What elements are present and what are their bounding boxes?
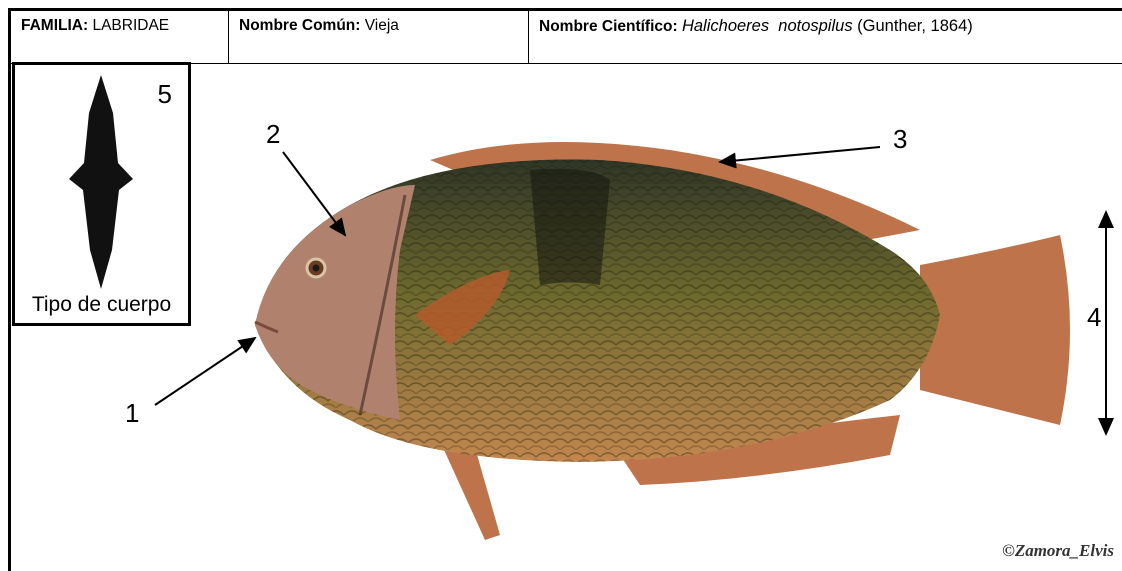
- species-name: notospilus: [778, 17, 852, 35]
- body-shape-silhouette: [69, 75, 133, 289]
- fish-pupil: [313, 265, 320, 272]
- callout-4: 4: [1087, 304, 1101, 330]
- nombre-cientifico-label: Nombre Científico:: [539, 18, 678, 35]
- callout-1: 1: [125, 400, 139, 426]
- body-type-box: 5 Tipo de cuerpo: [12, 62, 191, 326]
- familia-label: FAMILIA:: [21, 17, 88, 34]
- familia-value: LABRIDAE: [92, 17, 169, 34]
- scientific-name: Halichoeres notospilus (Gunther, 1864): [682, 17, 973, 35]
- callout-2: 2: [266, 121, 280, 147]
- genus-name: Halichoeres: [682, 17, 769, 35]
- body-type-number: 5: [158, 79, 172, 110]
- author-citation: (Gunther, 1864): [857, 17, 973, 35]
- callout-3: 3: [893, 126, 907, 152]
- nombre-comun-label: Nombre Común:: [239, 17, 360, 34]
- species-header: FAMILIA: LABRIDAE Nombre Común: Vieja No…: [8, 8, 1122, 64]
- familia-cell: FAMILIA: LABRIDAE: [8, 11, 228, 63]
- nombre-comun-value: Vieja: [365, 17, 399, 34]
- fish-head: [255, 185, 415, 420]
- nombre-cientifico-cell: Nombre Científico: Halichoeres notospilu…: [528, 11, 1122, 63]
- photo-credit: ©Zamora_Elvis: [1002, 541, 1114, 561]
- caudal-fin: [920, 235, 1070, 425]
- nombre-comun-cell: Nombre Común: Vieja: [228, 11, 528, 63]
- dark-blotch: [530, 169, 610, 285]
- body-type-caption: Tipo de cuerpo: [15, 293, 188, 317]
- left-border: [8, 62, 11, 571]
- fish-photo: [200, 100, 1080, 560]
